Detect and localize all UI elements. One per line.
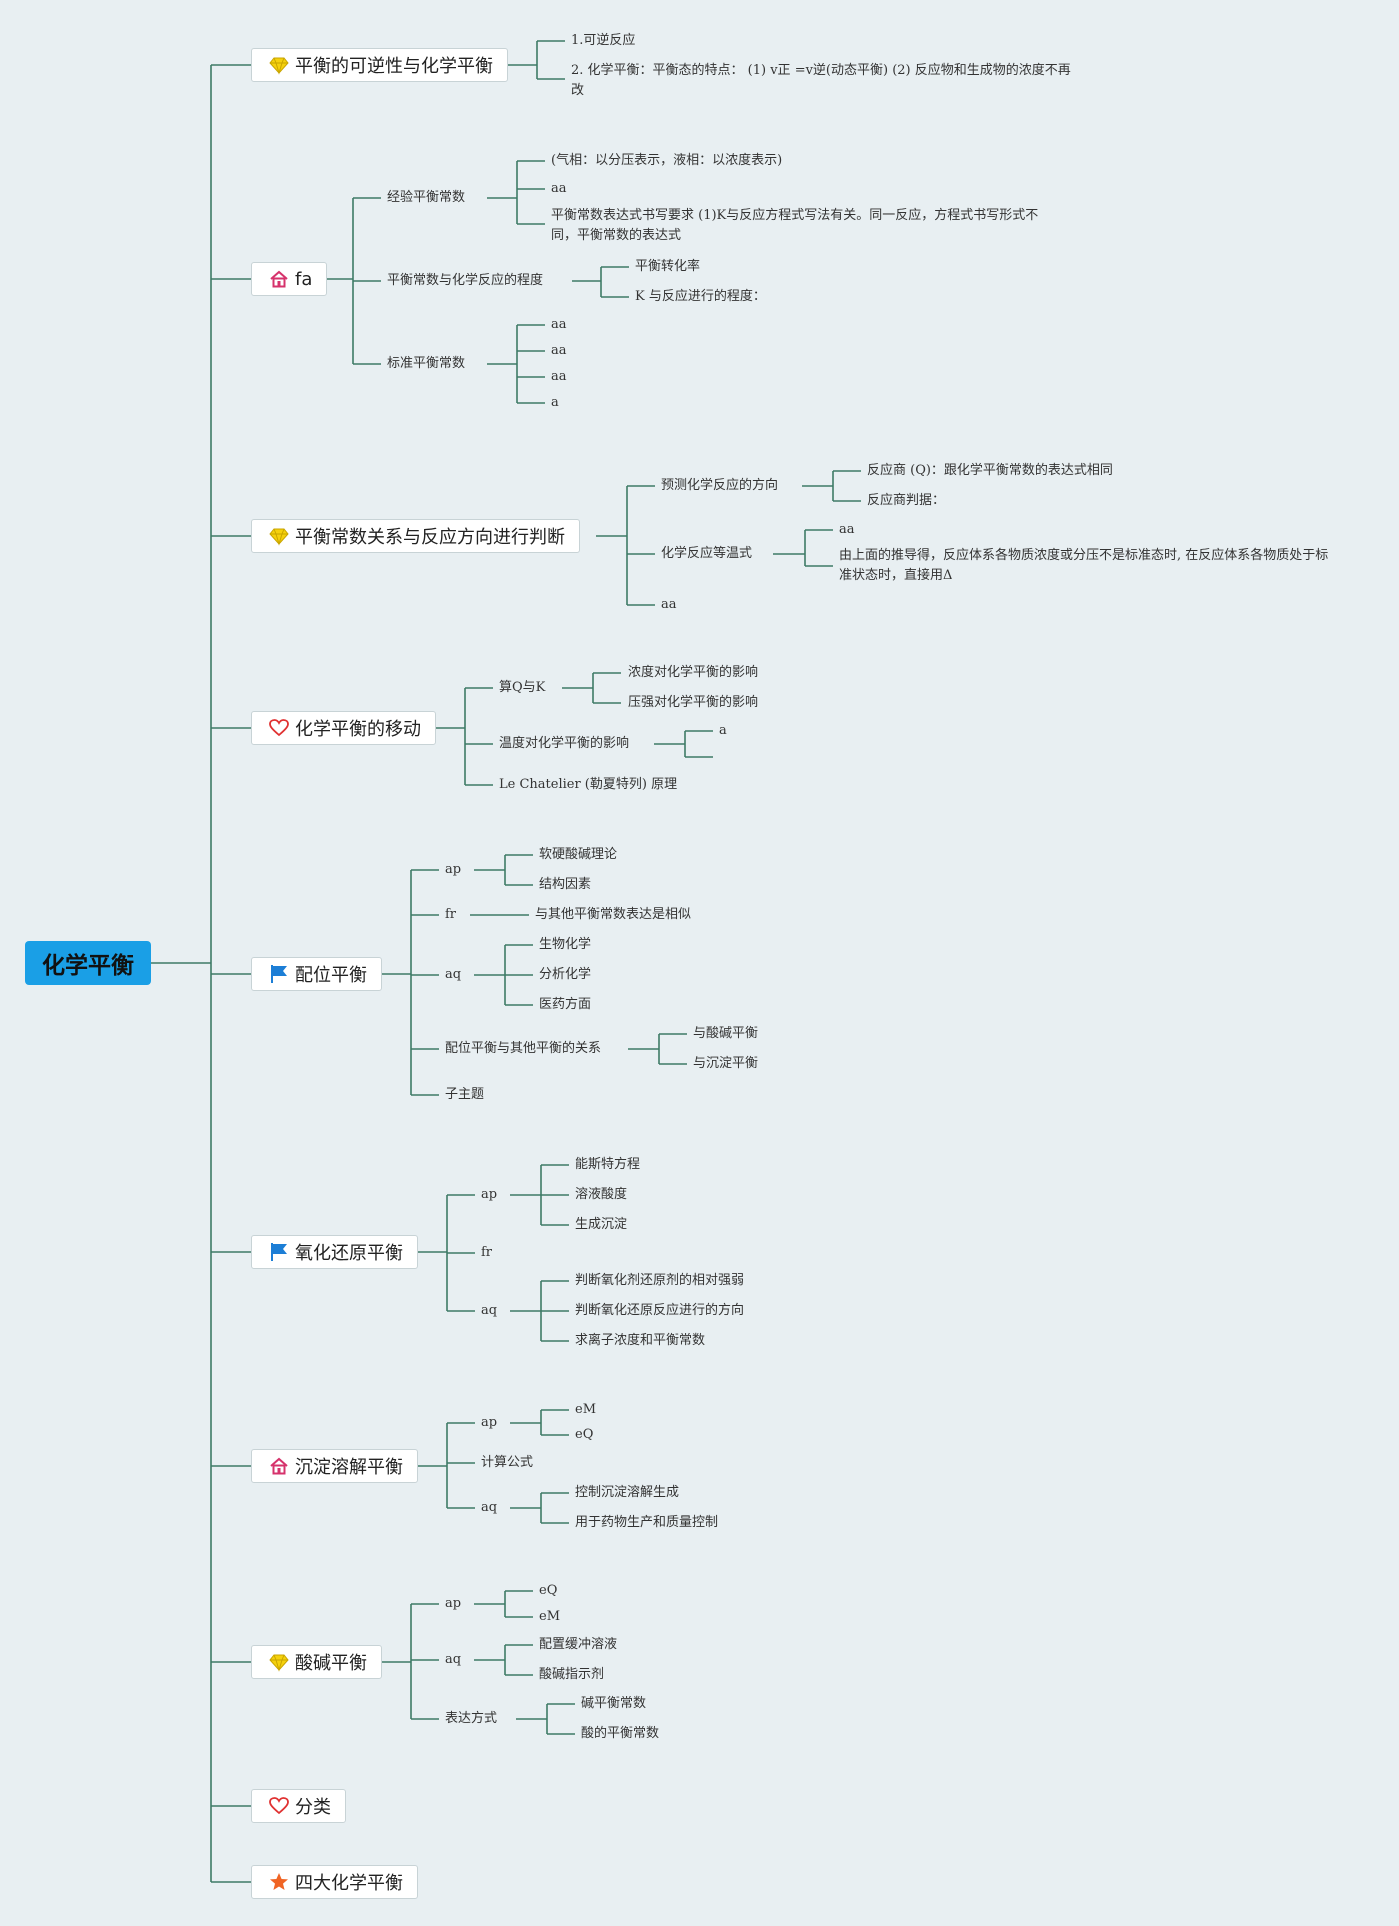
leaf-derivation[interactable]: 由上面的推导得，反应体系各物质浓度或分压不是标准态时, 在反应体系各物质处于标准… bbox=[839, 548, 1329, 583]
leaf-aa[interactable]: aa bbox=[551, 317, 567, 332]
leaf-expression-rules[interactable]: 平衡常数表达式书写要求 (1)K与反应方程式写法有关。同一反应，方程式书写形式不… bbox=[551, 208, 1039, 243]
leaf-base-constant[interactable]: 碱平衡常数 bbox=[581, 1696, 647, 1711]
flag-icon bbox=[269, 964, 289, 984]
sub-standard-constant[interactable]: 标准平衡常数 bbox=[387, 356, 466, 371]
house-icon bbox=[269, 269, 289, 289]
leaf-em[interactable]: eM bbox=[539, 1609, 561, 1624]
leaf-acidity[interactable]: 溶液酸度 bbox=[575, 1187, 628, 1202]
sub-temperature-effect[interactable]: 温度对化学平衡的影响 bbox=[499, 736, 630, 751]
branch-reversibility[interactable]: 平衡的可逆性与化学平衡 bbox=[251, 48, 508, 82]
leaf-drug-production[interactable]: 用于药物生产和质量控制 bbox=[575, 1515, 719, 1530]
flag-icon bbox=[269, 1242, 289, 1262]
branch-fa[interactable]: fa bbox=[251, 262, 328, 296]
leaf-acid-constant[interactable]: 酸的平衡常数 bbox=[581, 1726, 660, 1741]
branch-label: 酸碱平衡 bbox=[295, 1653, 367, 1674]
sub-le-chatelier[interactable]: Le Chatelier (勒夏特列) 原理 bbox=[499, 777, 678, 792]
branch-label: 平衡的可逆性与化学平衡 bbox=[295, 56, 493, 77]
sub-expression[interactable]: 表达方式 bbox=[445, 1711, 498, 1726]
sub-isotherm[interactable]: 化学反应等温式 bbox=[661, 546, 753, 561]
branch-label: 沉淀溶解平衡 bbox=[295, 1457, 403, 1478]
sub-aq[interactable]: aq bbox=[445, 967, 462, 982]
branch-redox[interactable]: 氧化还原平衡 bbox=[251, 1235, 418, 1269]
leaf-eq[interactable]: eQ bbox=[575, 1427, 594, 1442]
leaf-k-extent[interactable]: K 与反应进行的程度： bbox=[635, 289, 766, 304]
leaf-conversion-rate[interactable]: 平衡转化率 bbox=[635, 259, 701, 274]
sub-calc-q-k[interactable]: 算Q与K bbox=[499, 680, 546, 695]
sub-fr[interactable]: fr bbox=[445, 907, 457, 922]
sub-ap[interactable]: ap bbox=[445, 862, 462, 877]
branch-label: 配位平衡 bbox=[295, 965, 367, 986]
sub-predict-direction[interactable]: 预测化学反应的方向 bbox=[661, 478, 779, 493]
leaf-oxidant-strength[interactable]: 判断氧化剂还原剂的相对强弱 bbox=[575, 1273, 745, 1288]
sub-ap[interactable]: ap bbox=[481, 1415, 498, 1430]
sub-ap[interactable]: ap bbox=[445, 1596, 462, 1611]
sub-empirical-constant[interactable]: 经验平衡常数 bbox=[387, 190, 466, 205]
leaf-a[interactable]: a bbox=[719, 723, 727, 738]
sub-aa[interactable]: aa bbox=[661, 597, 677, 612]
leaf-ion-concentration[interactable]: 求离子浓度和平衡常数 bbox=[575, 1333, 706, 1348]
branch-equilibrium-shift[interactable]: 化学平衡的移动 bbox=[251, 711, 436, 745]
branch-label: 分类 bbox=[295, 1797, 331, 1818]
leaf-reversible-reaction[interactable]: 1.可逆反应 bbox=[571, 33, 636, 48]
branch-label: 氧化还原平衡 bbox=[295, 1243, 403, 1264]
leaf-hsab-theory[interactable]: 软硬酸碱理论 bbox=[539, 847, 618, 862]
sub-subtopic[interactable]: 子主题 bbox=[445, 1087, 485, 1102]
leaf-buffer[interactable]: 配置缓冲溶液 bbox=[539, 1637, 618, 1652]
leaf-medicine[interactable]: 医药方面 bbox=[539, 997, 592, 1012]
leaf-quotient-criterion[interactable]: 反应商判据： bbox=[867, 493, 946, 508]
branch-label: fa bbox=[295, 268, 313, 290]
root-node[interactable]: 化学平衡 bbox=[25, 941, 151, 985]
sub-formula[interactable]: 计算公式 bbox=[481, 1455, 534, 1470]
leaf-precipitation[interactable]: 与沉淀平衡 bbox=[693, 1056, 759, 1071]
branch-label: 化学平衡的移动 bbox=[295, 719, 421, 740]
branch-classification[interactable]: 分类 bbox=[251, 1789, 346, 1823]
leaf-a[interactable]: a bbox=[551, 395, 559, 410]
branch-label: 四大化学平衡 bbox=[295, 1873, 403, 1894]
sub-relation-other-equilibria[interactable]: 配位平衡与其他平衡的关系 bbox=[445, 1041, 602, 1056]
sub-aq[interactable]: aq bbox=[481, 1500, 498, 1515]
branch-coordination[interactable]: 配位平衡 bbox=[251, 957, 382, 991]
sub-fr[interactable]: fr bbox=[481, 1245, 493, 1260]
leaf-structure-factor[interactable]: 结构因素 bbox=[539, 877, 592, 892]
gem-icon bbox=[269, 526, 289, 546]
leaf-aa[interactable]: aa bbox=[551, 181, 567, 196]
branch-precipitation-dissolution[interactable]: 沉淀溶解平衡 bbox=[251, 1449, 418, 1483]
leaf-reaction-quotient[interactable]: 反应商 (Q)：跟化学平衡常数的表达式相同 bbox=[867, 463, 1113, 478]
leaf-em[interactable]: eM bbox=[575, 1402, 597, 1417]
leaf-control-precipitation[interactable]: 控制沉淀溶解生成 bbox=[575, 1485, 680, 1500]
leaf-analytical-chemistry[interactable]: 分析化学 bbox=[539, 967, 592, 982]
branch-four-equilibria[interactable]: 四大化学平衡 bbox=[251, 1865, 418, 1899]
leaf-pressure-effect[interactable]: 压强对化学平衡的影响 bbox=[628, 695, 759, 710]
heart-icon bbox=[269, 1796, 289, 1816]
leaf-eq[interactable]: eQ bbox=[539, 1583, 558, 1598]
sub-constant-and-extent[interactable]: 平衡常数与化学反应的程度 bbox=[387, 273, 544, 288]
branch-label: 平衡常数关系与反应方向进行判断 bbox=[295, 527, 565, 548]
branch-direction-judgement[interactable]: 平衡常数关系与反应方向进行判断 bbox=[251, 519, 580, 553]
star-icon bbox=[269, 1872, 289, 1892]
leaf-chemical-equilibrium[interactable]: 2. 化学平衡：平衡态的特点： (1) v正 =v逆(动态平衡) (2) 反应物… bbox=[571, 63, 1071, 98]
leaf-precipitate[interactable]: 生成沉淀 bbox=[575, 1217, 628, 1232]
sub-aq[interactable]: aq bbox=[481, 1303, 498, 1318]
leaf-concentration-effect[interactable]: 浓度对化学平衡的影响 bbox=[628, 665, 759, 680]
leaf-aa[interactable]: aa bbox=[551, 369, 567, 384]
leaf-aa[interactable]: aa bbox=[839, 522, 855, 537]
leaf-acid-base[interactable]: 与酸碱平衡 bbox=[693, 1026, 759, 1041]
gem-icon bbox=[269, 1652, 289, 1672]
leaf-gas-liquid[interactable]: (气相：以分压表示，液相：以浓度表示) bbox=[551, 153, 783, 168]
leaf-similar-expression[interactable]: 与其他平衡常数表达是相似 bbox=[535, 907, 692, 922]
gem-icon bbox=[269, 55, 289, 75]
house-icon bbox=[269, 1456, 289, 1476]
leaf-nernst[interactable]: 能斯特方程 bbox=[575, 1157, 641, 1172]
leaf-biochemistry[interactable]: 生物化学 bbox=[539, 937, 592, 952]
heart-icon bbox=[269, 718, 289, 738]
sub-ap[interactable]: ap bbox=[481, 1187, 498, 1202]
leaf-indicator[interactable]: 酸碱指示剂 bbox=[539, 1667, 605, 1682]
branch-acid-base[interactable]: 酸碱平衡 bbox=[251, 1645, 382, 1679]
leaf-redox-direction[interactable]: 判断氧化还原反应进行的方向 bbox=[575, 1303, 745, 1318]
leaf-aa[interactable]: aa bbox=[551, 343, 567, 358]
sub-aq[interactable]: aq bbox=[445, 1652, 462, 1667]
